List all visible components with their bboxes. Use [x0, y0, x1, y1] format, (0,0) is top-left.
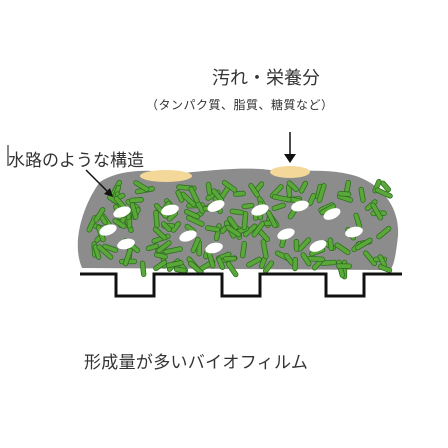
bacterium [221, 179, 238, 193]
water-channel-pore [179, 230, 197, 242]
bacterium [173, 266, 187, 274]
bacterium [241, 211, 249, 231]
bacterium [156, 240, 172, 254]
bacterium [374, 187, 393, 199]
dirt-nutrient-label: 汚れ・栄養分 [212, 68, 320, 89]
nutrient-arrow-head [284, 154, 296, 163]
bacterium [216, 256, 226, 270]
bacterium [376, 225, 392, 240]
bacterium [204, 225, 221, 233]
water-channel-pore [207, 200, 225, 212]
bacterium [152, 226, 168, 241]
bacterium [246, 256, 262, 268]
bacterium [271, 194, 292, 203]
bacterium [225, 224, 242, 238]
water-channel-pore [323, 208, 341, 220]
water-channel-arrow [85, 169, 110, 194]
bacterium [129, 202, 139, 220]
bacterium [227, 216, 239, 230]
bacterium [241, 202, 255, 210]
water-channel-pore [251, 204, 269, 216]
bacterium [336, 263, 353, 269]
bacteria-layer [86, 178, 393, 280]
bacterium [96, 244, 114, 260]
bacterium [165, 260, 184, 269]
water-channel-pore [205, 242, 223, 254]
bacterium [205, 181, 213, 196]
water-channel-pore [291, 200, 309, 212]
bacterium [145, 243, 160, 252]
bacterium [180, 191, 197, 208]
bacterium [300, 252, 312, 267]
water-channel-pore [99, 224, 117, 236]
bacterium [153, 209, 160, 229]
bacterium [370, 202, 384, 221]
bacterium [183, 209, 201, 220]
bacterium [334, 242, 351, 256]
bacterium [133, 180, 150, 193]
water-channels [99, 200, 363, 254]
bacterium [292, 256, 298, 272]
bacterium [358, 186, 366, 203]
bacterium [286, 180, 299, 192]
bacterium [139, 260, 147, 277]
diagram-caption: 形成量が多いバイオフィルム [84, 353, 309, 373]
bacterium [163, 246, 183, 255]
bacterium [380, 180, 392, 193]
nutrient-deposit [140, 170, 192, 182]
bacterium [260, 239, 269, 260]
bacterium [190, 236, 201, 254]
bacterium [153, 259, 168, 272]
bacterium [271, 202, 286, 211]
bacterium [153, 252, 168, 260]
bacterium [223, 255, 237, 262]
bacterium [355, 237, 373, 251]
water-channel-label: 水路のような構造 [8, 151, 144, 171]
bacterium [363, 250, 378, 267]
water-channel-arrow-head [104, 188, 113, 197]
water-channel-pore [161, 204, 179, 216]
bacterium [233, 190, 246, 197]
bacterium [112, 218, 127, 230]
bacterium [225, 261, 239, 278]
bacterium [298, 180, 309, 194]
bacterium [188, 186, 200, 204]
bacterium [337, 190, 352, 197]
bacterium [307, 192, 317, 207]
bacterium [316, 183, 327, 203]
water-channel-pore [345, 226, 363, 238]
water-channel-pore [113, 206, 131, 218]
surface-line [80, 272, 402, 298]
water-channel-pore [309, 240, 327, 252]
water-channel-pore [277, 228, 295, 240]
nutrient-deposit [270, 166, 310, 178]
water-channel-pore [117, 238, 135, 250]
bacterium [327, 237, 334, 251]
bacterium [377, 264, 393, 273]
bacterium [129, 197, 144, 204]
bacterium [160, 221, 172, 233]
bacterium [251, 221, 266, 238]
bacterium [293, 238, 300, 252]
bacterium [93, 207, 106, 223]
nutrient-types-label: （タンパク質、脂質、糖質など） [146, 98, 334, 112]
bacterium [92, 244, 102, 260]
bacterium [175, 189, 185, 203]
bacterium [122, 247, 133, 267]
bacterium [102, 243, 119, 253]
